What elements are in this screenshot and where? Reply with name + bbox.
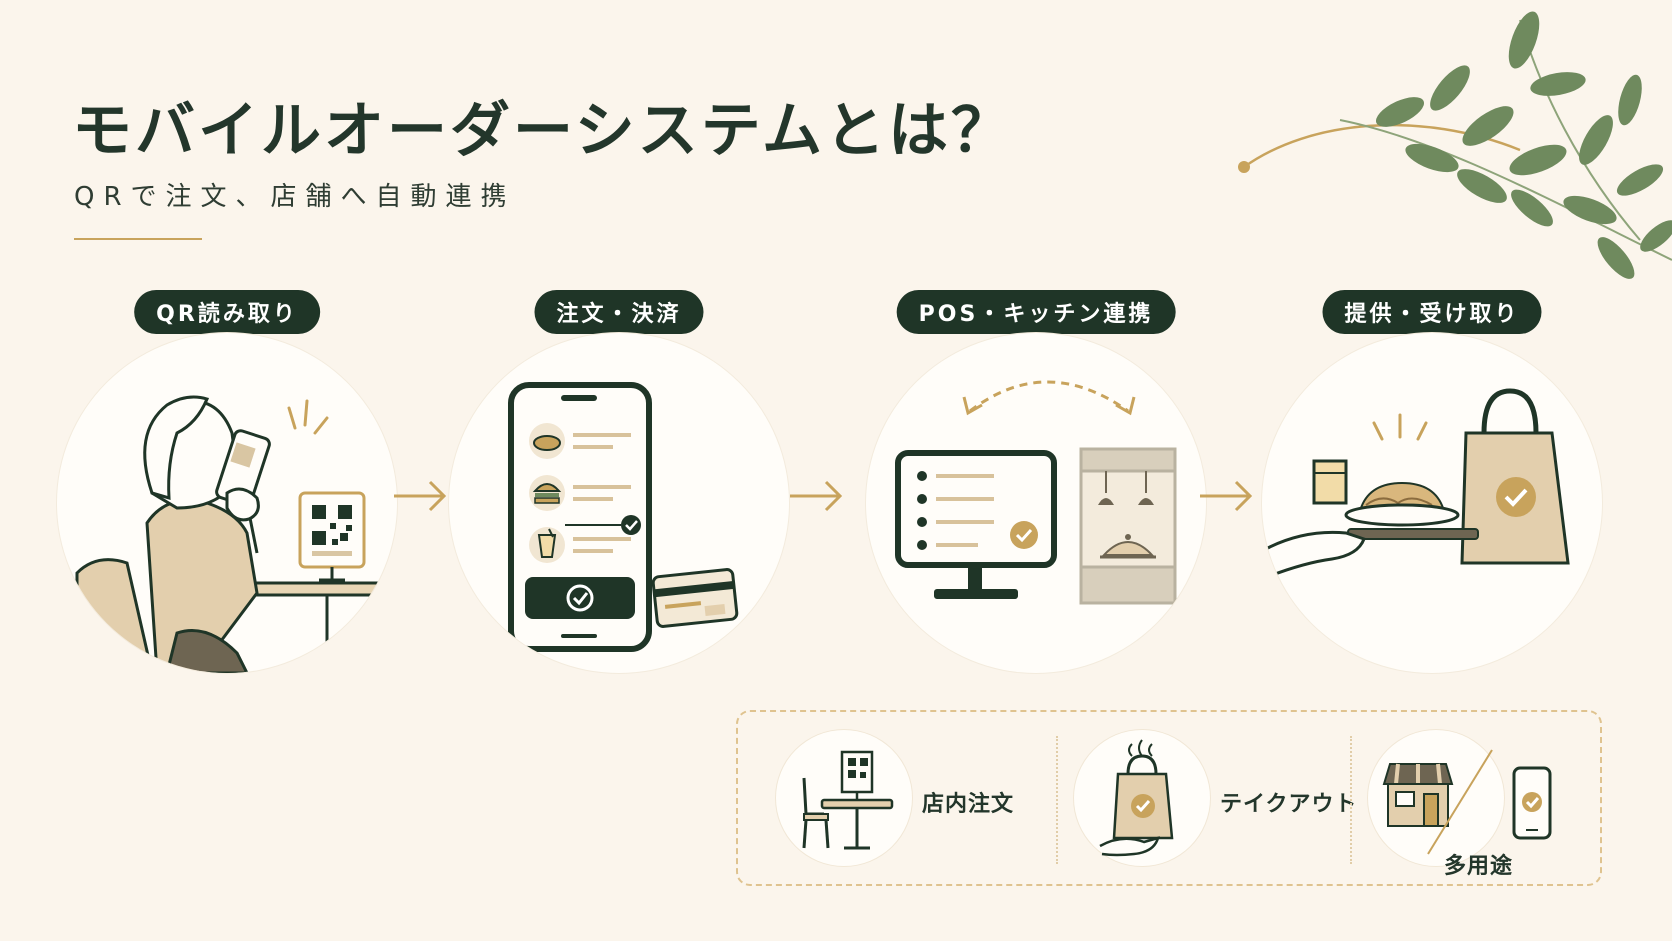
usage-item-takeout: テイクアウト [1074, 712, 1357, 888]
qr-scan-icon [75, 395, 397, 673]
usage-circle-dine-in [776, 730, 912, 866]
step-label-serve-pickup: 提供・受け取り [1322, 290, 1542, 334]
arrow-right-icon [394, 480, 447, 512]
arrow-right-icon [790, 480, 843, 512]
title-underline [74, 238, 202, 240]
usage-scenarios-box: 店内注文 テイクアウト [736, 710, 1602, 886]
smartphone-order-icon [508, 382, 739, 652]
smartphone-icon [1512, 766, 1552, 840]
usage-divider [1056, 736, 1058, 864]
usage-circle-takeout [1074, 730, 1210, 866]
food-delivery-icon [1262, 388, 1570, 581]
step-circle-order-payment [449, 333, 789, 673]
usage-label-dine-in: 店内注文 [922, 792, 1015, 817]
pos-kitchen-icon [895, 380, 1177, 605]
usage-item-dine-in: 店内注文 [776, 712, 1032, 888]
page-title: モバイルオーダーシステムとは？ [72, 96, 1014, 166]
step-circle-qr-scan [57, 333, 397, 673]
usage-circle-multi-use [1368, 730, 1504, 866]
leaf-branch-icon [1238, 11, 1672, 279]
takeout-bag-icon [1099, 739, 1174, 857]
usage-label-takeout: テイクアウト [1220, 792, 1358, 817]
step-circle-pos-kitchen [866, 333, 1206, 673]
step-label-pos-kitchen: POS・キッチン連携 [896, 290, 1176, 334]
usage-item-multi-use: 多用途 [1368, 712, 1588, 888]
usage-label-multi-use: 多用途 [1444, 854, 1514, 879]
step-label-order-payment: 注文・決済 [534, 290, 704, 334]
arrow-right-icon [1200, 480, 1253, 512]
dine-in-icon [802, 750, 894, 850]
multi-use-icon [1382, 749, 1493, 855]
usage-divider [1350, 736, 1352, 864]
step-label-qr-scan: QR読み取り [134, 290, 320, 334]
page-subtitle: QRで注文、店舗へ自動連携 [74, 182, 516, 212]
step-circle-serve-pickup [1262, 333, 1602, 673]
